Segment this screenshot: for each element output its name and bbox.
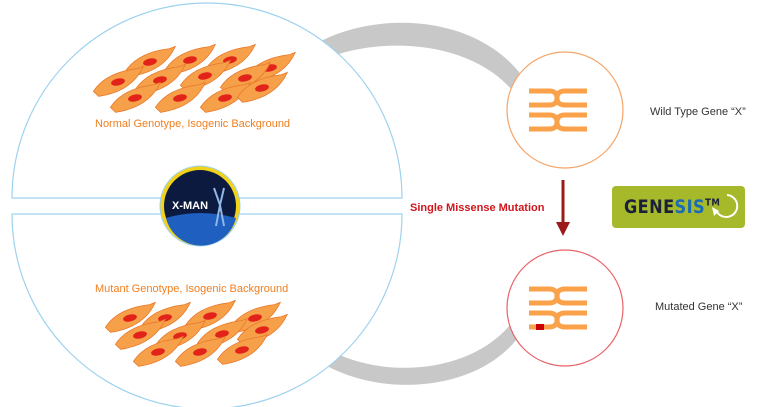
nucleus <box>183 56 197 64</box>
cell <box>236 313 289 345</box>
cell <box>236 71 289 103</box>
nucleus <box>133 331 147 339</box>
xman-logo: X-MAN <box>159 165 241 247</box>
nucleus <box>153 76 167 84</box>
genesis-text-blue: SIS <box>674 196 706 218</box>
mutant-cells <box>104 299 289 367</box>
nucleus <box>151 348 165 356</box>
cell <box>216 333 269 365</box>
wild-type-chromosome <box>529 88 587 132</box>
cell <box>109 81 162 113</box>
wild-type-gene-circle <box>506 51 624 169</box>
mutation-label: Single Missense Mutation <box>410 202 545 214</box>
connector-arc-top <box>282 22 525 91</box>
cell <box>132 335 185 367</box>
nucleus <box>255 84 269 92</box>
cell <box>114 318 167 350</box>
nucleus <box>255 326 269 334</box>
mutated-label: Mutated Gene “X” <box>655 301 743 313</box>
nucleus <box>123 314 137 322</box>
chromatid <box>529 88 587 108</box>
nucleus <box>173 94 187 102</box>
cell <box>154 81 207 113</box>
nucleus <box>203 312 217 320</box>
mutation-arrow-icon <box>556 180 570 236</box>
chromatid <box>529 310 587 330</box>
genesis-text: GENE <box>624 196 675 218</box>
nucleus <box>173 332 187 340</box>
nucleus <box>193 348 207 356</box>
nucleus <box>238 74 252 82</box>
cell <box>199 81 252 113</box>
nucleus <box>218 94 232 102</box>
cell <box>104 301 157 333</box>
nucleus <box>248 314 262 322</box>
nucleus <box>111 78 125 86</box>
trademark: TM <box>705 197 721 209</box>
chromatid <box>529 286 587 306</box>
mutated-chromosome <box>529 286 587 330</box>
mutation-mark <box>536 324 544 330</box>
nucleus <box>158 314 172 322</box>
normal-cells <box>92 43 297 113</box>
nucleus <box>143 58 157 66</box>
cell <box>92 65 145 97</box>
chromatid <box>529 112 587 132</box>
mutated-gene-circle <box>506 249 624 367</box>
cell <box>174 335 227 367</box>
genesis-logo: GENESISTM <box>612 186 745 228</box>
normal-genotype-label: Normal Genotype, Isogenic Background <box>95 118 291 130</box>
connector-arc-bottom <box>285 322 520 385</box>
wild-type-label: Wild Type Gene “X” <box>650 106 746 118</box>
nucleus <box>235 346 249 354</box>
cycle-arrow-icon <box>712 194 739 218</box>
mutant-genotype-label: Mutant Genotype, Isogenic Background <box>95 283 289 295</box>
nucleus <box>128 94 142 102</box>
xman-text: X-MAN <box>172 200 208 212</box>
nucleus <box>198 72 212 80</box>
nucleus <box>215 330 229 338</box>
